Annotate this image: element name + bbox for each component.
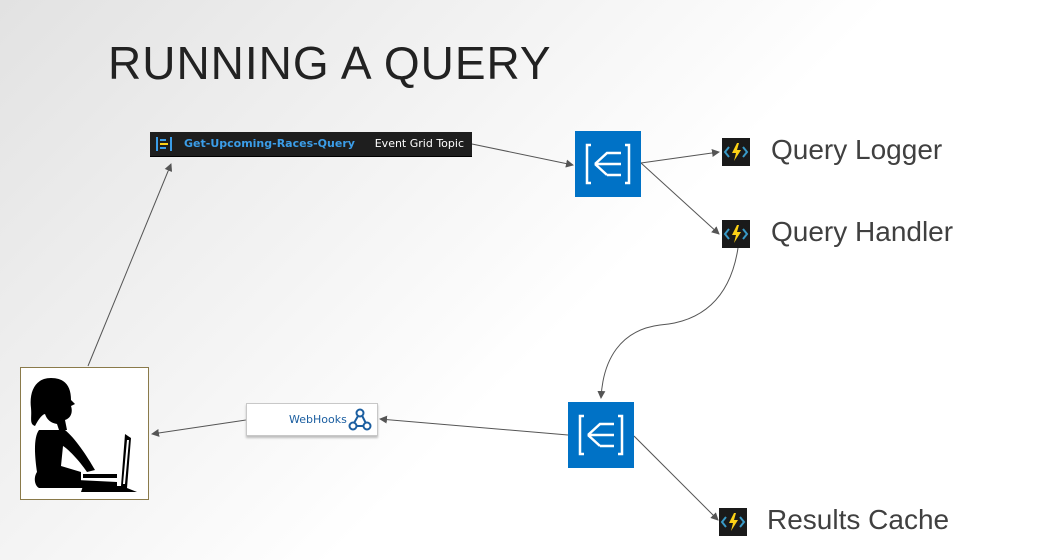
azure-function-icon[interactable]: [722, 220, 750, 248]
arrow-sub-to-logger: [640, 149, 720, 164]
webhooks-label: WebHooks: [289, 413, 347, 426]
arrow-results-sub-to-webhooks: [379, 415, 569, 436]
function-label-query-logger: Query Logger: [771, 134, 943, 165]
arrow-results-sub-to-cache: [633, 435, 719, 521]
azure-function-icon[interactable]: [719, 508, 747, 536]
function-label-results-cache: Results Cache: [767, 504, 950, 535]
event-grid-subscription-icon: [578, 414, 624, 456]
function-label-query-handler: Query Handler: [771, 216, 954, 247]
arrow-sub-to-handler: [640, 162, 720, 235]
webhooks-endpoint[interactable]: WebHooks: [246, 403, 378, 436]
user-at-computer-icon: [30, 378, 137, 492]
arrow-handler-to-results-sub: [597, 247, 739, 399]
webhooks-icon: [348, 408, 372, 431]
event-grid-topic-icon: [156, 137, 172, 151]
topic-type: Event Grid Topic: [374, 137, 464, 150]
slide-title: RUNNING A QUERY: [108, 37, 552, 89]
arrow-webhooks-to-user: [151, 419, 247, 437]
event-grid-subscription-icon: [585, 143, 631, 185]
event-grid-topic[interactable]: Get-Upcoming-Races-Query Event Grid Topi…: [150, 132, 472, 157]
event-grid-subscription-results[interactable]: [568, 402, 634, 468]
user-at-computer: [20, 367, 149, 500]
event-grid-subscription-query[interactable]: [575, 131, 641, 197]
azure-function-icon[interactable]: [722, 138, 750, 166]
arrow-topic-to-subscription: [471, 143, 574, 168]
arrow-user-to-topic: [87, 163, 173, 367]
topic-name: Get-Upcoming-Races-Query: [184, 137, 355, 150]
